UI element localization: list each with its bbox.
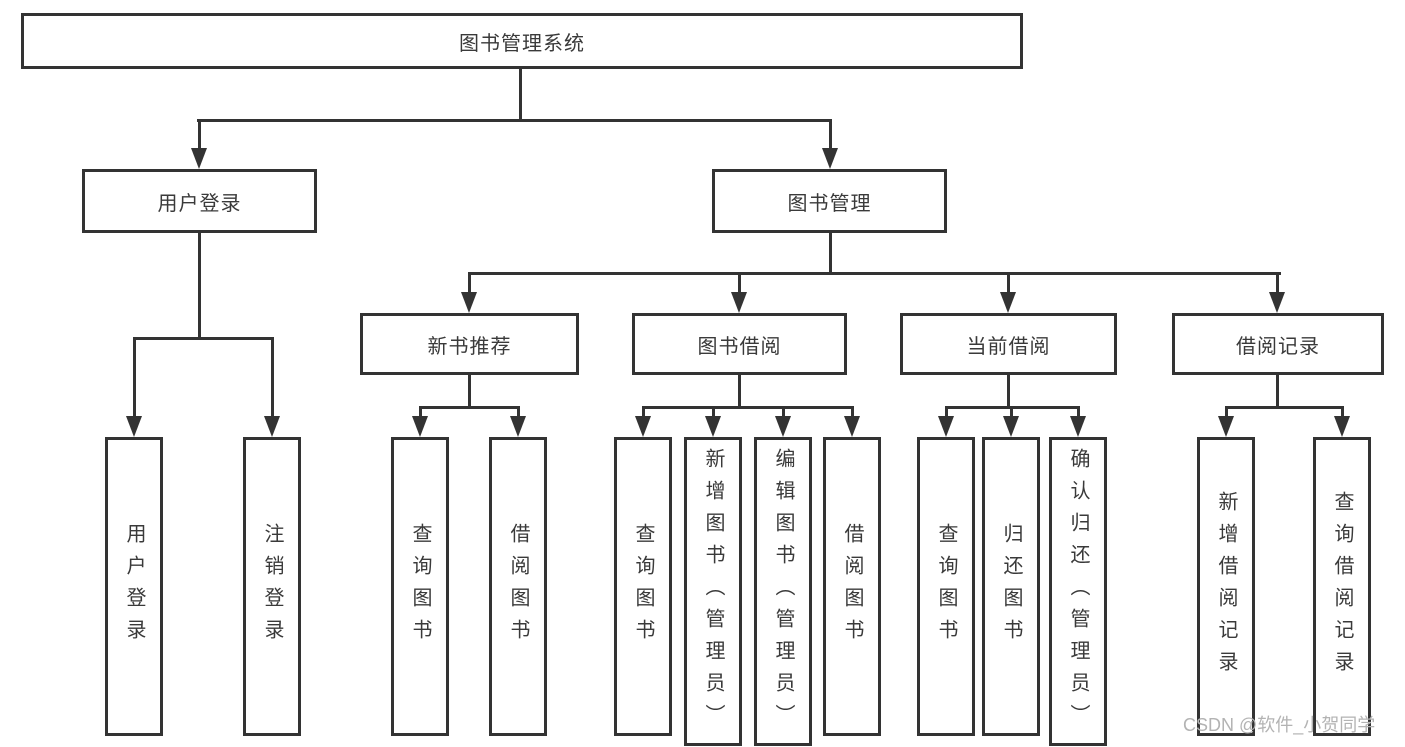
leaf-borrow-books: 借阅图书 — [823, 437, 881, 736]
leaf-return-books: 归还图书 — [982, 437, 1040, 736]
leaf-confirm-return-admin: 确认归还（管理员） — [1049, 437, 1107, 746]
connector-stem-leaf — [642, 406, 645, 420]
arrowhead — [461, 292, 477, 313]
connector-stem-new-book — [468, 273, 471, 297]
connector-stem-user-login — [198, 120, 201, 150]
node-borrow-records-label: 借阅记录 — [1236, 335, 1320, 358]
leaf-return-books-label: 归还图书 — [1000, 522, 1022, 651]
node-current-borrow-label: 当前借阅 — [966, 335, 1051, 358]
connector-stem-leaf — [945, 406, 948, 420]
leaf-confirm-return-admin-label: 确认归还（管理员） — [1067, 447, 1089, 736]
connector-bus — [419, 406, 520, 409]
arrowhead — [938, 416, 954, 437]
connector-book-management-drop — [829, 233, 832, 275]
node-borrow-records: 借阅记录 — [1172, 313, 1384, 375]
leaf-query-books-recommend-label: 查询图书 — [409, 522, 431, 651]
connector-root-drop — [519, 69, 522, 120]
arrowhead — [126, 416, 142, 437]
connector-bus — [642, 406, 854, 409]
arrowhead — [264, 416, 280, 437]
arrowhead — [1218, 416, 1234, 437]
leaf-query-books-current: 查询图书 — [917, 437, 975, 736]
node-user-login-label: 用户登录 — [157, 192, 242, 215]
connector-stem-leaf — [419, 406, 422, 420]
connector-level1-bus — [197, 119, 832, 122]
connector-level2-bus — [468, 272, 1281, 275]
arrowhead — [1000, 292, 1016, 313]
leaf-add-books-admin-label: 新增图书（管理员） — [702, 447, 724, 736]
connector-stem-current-borrow — [1007, 273, 1010, 297]
arrowhead — [705, 416, 721, 437]
connector-stem-leaf — [851, 406, 854, 420]
connector-stem-leaf — [517, 406, 520, 420]
connector-drop — [738, 375, 741, 409]
leaf-borrow-books-label: 借阅图书 — [841, 522, 863, 651]
connector-stem-leaf — [1077, 406, 1080, 420]
connector-stem-leaf — [1010, 406, 1013, 420]
connector-stem-leaf — [712, 406, 715, 420]
leaf-edit-books-admin: 编辑图书（管理员） — [754, 437, 812, 746]
connector-stem-leaf — [1225, 406, 1228, 420]
leaf-query-borrow-record: 查询借阅记录 — [1313, 437, 1371, 736]
leaf-user-login-label: 用户登录 — [123, 522, 145, 651]
leaf-logout: 注销登录 — [243, 437, 301, 736]
node-root: 图书管理系统 — [21, 13, 1023, 69]
connector-user-login-drop — [198, 233, 201, 340]
connector-drop — [468, 375, 471, 409]
node-current-borrow: 当前借阅 — [900, 313, 1117, 375]
connector-stem-leaf — [782, 406, 785, 420]
node-root-label: 图书管理系统 — [459, 32, 585, 55]
leaf-query-books-current-label: 查询图书 — [935, 522, 957, 651]
arrowhead — [844, 416, 860, 437]
leaf-query-books-borrow: 查询图书 — [614, 437, 672, 736]
connector-stem-leaf — [1341, 406, 1344, 420]
leaf-edit-books-admin-label: 编辑图书（管理员） — [772, 447, 794, 736]
connector-stem-leaf — [271, 337, 274, 419]
connector-stem-leaf — [133, 337, 136, 419]
leaf-add-borrow-record: 新增借阅记录 — [1197, 437, 1255, 736]
connector-drop — [1276, 375, 1279, 409]
leaf-borrow-books-recommend: 借阅图书 — [489, 437, 547, 736]
leaf-user-login: 用户登录 — [105, 437, 163, 736]
connector-drop — [1007, 375, 1010, 409]
connector-bus — [1225, 406, 1344, 409]
arrowhead — [1269, 292, 1285, 313]
arrowhead — [1070, 416, 1086, 437]
connector-stem-book-borrow — [738, 273, 741, 297]
leaf-borrow-books-recommend-label: 借阅图书 — [507, 522, 529, 651]
connector-user-login-bus — [133, 337, 274, 340]
arrowhead — [191, 148, 207, 169]
arrowhead — [1334, 416, 1350, 437]
node-book-management: 图书管理 — [712, 169, 947, 233]
leaf-query-books-recommend: 查询图书 — [391, 437, 449, 736]
node-book-management-label: 图书管理 — [787, 192, 872, 215]
leaf-query-borrow-record-label: 查询借阅记录 — [1331, 490, 1353, 683]
node-book-borrow: 图书借阅 — [632, 313, 847, 375]
leaf-add-borrow-record-label: 新增借阅记录 — [1215, 490, 1237, 683]
node-new-book-recommend-label: 新书推荐 — [427, 335, 512, 358]
leaf-query-books-borrow-label: 查询图书 — [632, 522, 654, 651]
arrowhead — [412, 416, 428, 437]
watermark: CSDN @软件_小贺同学 — [1183, 715, 1376, 735]
arrowhead — [731, 292, 747, 313]
leaf-add-books-admin: 新增图书（管理员） — [684, 437, 742, 746]
connector-stem-book-management — [829, 120, 832, 150]
leaf-logout-label: 注销登录 — [261, 522, 283, 651]
arrowhead — [510, 416, 526, 437]
node-new-book-recommend: 新书推荐 — [360, 313, 579, 375]
arrowhead — [775, 416, 791, 437]
node-book-borrow-label: 图书借阅 — [697, 335, 782, 358]
arrowhead — [635, 416, 651, 437]
connector-stem-borrow-records — [1276, 273, 1279, 297]
arrowhead — [1003, 416, 1019, 437]
node-user-login: 用户登录 — [82, 169, 317, 233]
arrowhead — [822, 148, 838, 169]
